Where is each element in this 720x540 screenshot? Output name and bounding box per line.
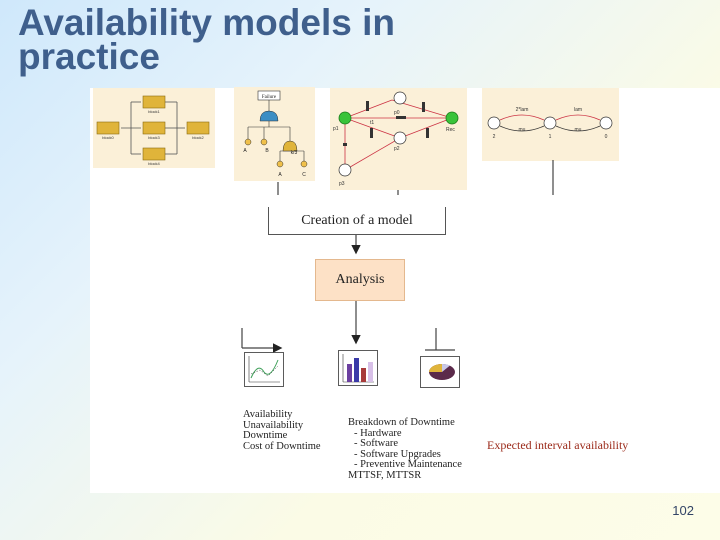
breakdown-item: - Software Upgrades xyxy=(354,448,441,460)
petri-label: p3 xyxy=(339,181,345,187)
markov-state xyxy=(487,116,501,130)
downtime-breakdown-list: Breakdown of Downtime - Hardware - Softw… xyxy=(348,417,462,481)
analysis-box: Analysis xyxy=(315,259,405,301)
breakdown-item: - Software xyxy=(354,438,399,449)
fault-tree-top-label: Failure xyxy=(262,95,277,100)
markov-state-label: 2 xyxy=(493,134,496,140)
petri-label: p1 xyxy=(333,126,339,132)
petri-place-marked xyxy=(338,111,352,125)
creation-of-model-label: Creation of a model xyxy=(301,213,413,228)
metric-item: Downtime xyxy=(243,430,288,441)
markov-rate-label: 2*lam xyxy=(516,107,529,113)
block-1 xyxy=(142,95,166,109)
fault-tree-leaf: B xyxy=(265,148,269,154)
block-label: block0 xyxy=(102,135,114,140)
petri-label: p2 xyxy=(394,146,400,152)
basic-event-icon xyxy=(244,138,252,146)
petri-place xyxy=(338,163,352,177)
basic-event-icon xyxy=(260,138,268,146)
slide-title: Availability models in practice xyxy=(18,2,395,77)
creation-of-model-box: Creation of a model xyxy=(268,207,446,235)
block-0 xyxy=(96,121,120,135)
fault-tree-leaf: C xyxy=(302,172,306,178)
block-3 xyxy=(142,121,166,135)
breakdown-item: - Hardware xyxy=(354,427,402,439)
fault-tree-leaf: A xyxy=(278,172,282,178)
breakdown-item: Breakdown of Downtime xyxy=(348,417,455,428)
availability-metrics-list: Availability Unavailability Downtime Cos… xyxy=(243,409,321,452)
petri-label: t1 xyxy=(370,120,374,126)
block-2 xyxy=(186,121,210,135)
block-label: block3 xyxy=(148,135,160,140)
markov-state-label: 1 xyxy=(549,134,552,140)
metric-item: Cost of Downtime xyxy=(243,440,321,452)
breakdown-item: - Preventive Maintenance xyxy=(354,459,462,470)
block-label: block2 xyxy=(192,135,204,140)
basic-event-icon xyxy=(300,160,308,168)
bar-chart-icon xyxy=(338,350,378,386)
metric-item: Availability xyxy=(243,409,293,420)
block-4 xyxy=(142,147,166,161)
markov-chain-thumbnail: 2 1 0 2*lam lam mu mu xyxy=(482,88,619,161)
fault-tree-leaf: k/3 xyxy=(291,150,298,156)
pie-chart-icon xyxy=(420,356,460,388)
line-chart-icon xyxy=(244,352,284,387)
petri-label: p0 xyxy=(394,110,400,116)
block-label: block4 xyxy=(148,161,160,166)
markov-rate-label: mu xyxy=(519,127,526,133)
or-gate-icon xyxy=(259,110,279,122)
markov-rate-label: lam xyxy=(574,107,582,113)
basic-event-icon xyxy=(276,160,284,168)
block-label: block1 xyxy=(148,109,160,114)
fault-tree-thumbnail: Failure A B C k/3 A xyxy=(234,87,315,181)
block-diagram-thumbnail: block1 block0 block3 block2 block4 xyxy=(93,88,215,168)
page-number: 102 xyxy=(672,503,694,518)
petri-place xyxy=(393,91,407,105)
metric-item: Unavailability xyxy=(243,419,304,431)
petri-place xyxy=(393,131,407,145)
markov-state-label: 0 xyxy=(605,134,608,140)
markov-state xyxy=(599,116,613,130)
petri-place-marked xyxy=(445,111,459,125)
kofn-gate-icon xyxy=(282,140,298,152)
petri-label: Rec xyxy=(446,127,455,133)
analysis-label: Analysis xyxy=(335,272,385,287)
breakdown-item: MTTSF, MTTSR xyxy=(348,469,422,481)
markov-rate-label: mu xyxy=(575,127,582,133)
fault-tree-leaf: A xyxy=(243,148,247,154)
petri-net-thumbnail: p0 p1 p2 p3 Rec t1 xyxy=(330,88,467,190)
expected-interval-availability-label: Expected interval availability xyxy=(487,438,629,452)
markov-state xyxy=(543,116,557,130)
